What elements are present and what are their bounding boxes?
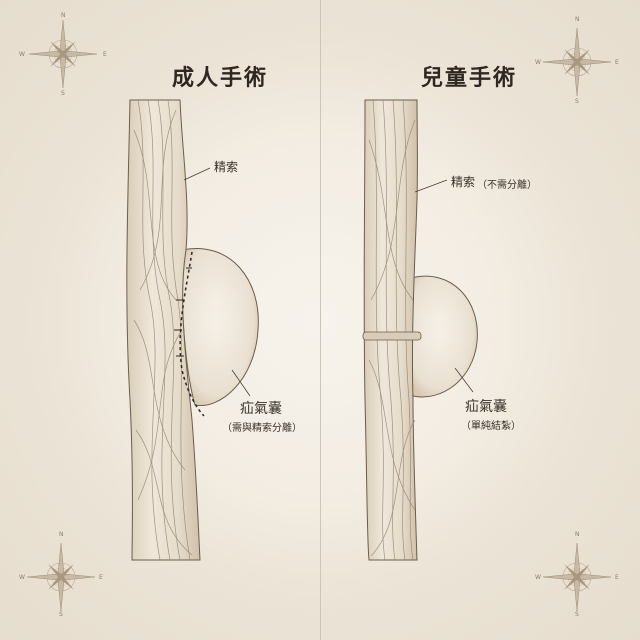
compass-s-label: S: [575, 98, 579, 105]
compass-n-label: N: [61, 12, 66, 19]
page-title-child: 兒童手術: [420, 65, 517, 91]
compass-w-label: W: [19, 574, 25, 581]
compass-rose-top-right: N S W E: [535, 16, 619, 105]
hernia-sac: [181, 248, 259, 407]
spermatic-cord: [363, 99, 418, 561]
panel-adult-surgery: 成人手術 精索 疝氣囊 （需與精索分離）: [126, 65, 302, 561]
child-illustration: [362, 99, 478, 561]
label-hernia-sac: 疝氣囊: [240, 401, 282, 417]
label-spermatic-cord-note: （不需分離）: [477, 180, 537, 191]
compass-s-label: S: [61, 90, 65, 97]
compass-w-label: W: [535, 574, 541, 581]
compass-n-label: N: [59, 531, 64, 538]
label-hernia-sac-note: （需與精索分離）: [222, 423, 302, 434]
panel-child-surgery: 兒童手術 精索 （不需分離） 疝氣囊 （單純結紮）: [321, 0, 640, 640]
compass-e-label: E: [103, 51, 107, 58]
compass-rose-top-left: N S W E: [19, 12, 107, 97]
panel-divider: [320, 0, 321, 640]
compass-rose-bottom-left: N S W E: [19, 531, 103, 618]
compass-rose-bottom-right: N S W E: [535, 531, 619, 618]
compass-n-label: N: [575, 531, 580, 538]
label-spermatic-cord: 精索: [214, 160, 239, 174]
dissection-line: [179, 251, 205, 417]
adult-illustration: [126, 99, 259, 561]
compass-w-label: W: [535, 59, 541, 66]
ligature-band: [362, 331, 422, 341]
label-hernia-sac-note: （單純結紮）: [461, 421, 521, 432]
compass-e-label: E: [99, 574, 103, 581]
page-title-adult: 成人手術: [171, 65, 268, 91]
label-spermatic-cord: 精索: [451, 175, 476, 189]
compass-w-label: W: [19, 51, 25, 58]
compass-s-label: S: [575, 611, 579, 618]
compass-s-label: S: [59, 611, 63, 618]
compass-e-label: E: [615, 59, 619, 66]
compass-n-label: N: [575, 16, 580, 23]
compass-e-label: E: [615, 574, 619, 581]
label-hernia-sac: 疝氣囊: [465, 399, 507, 415]
